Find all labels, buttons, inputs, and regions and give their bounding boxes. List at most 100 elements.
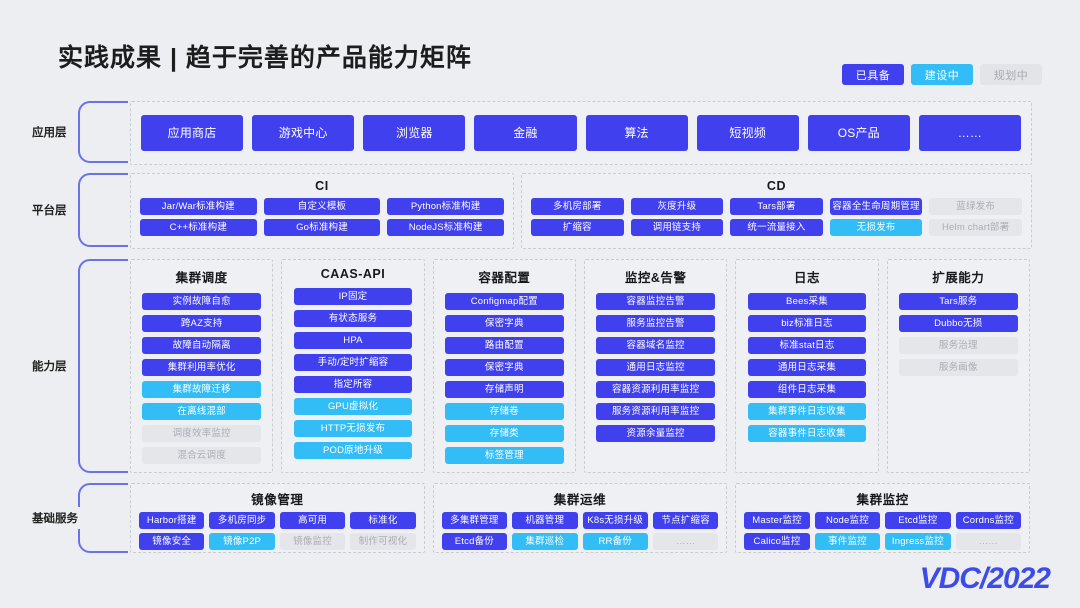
capability-chip[interactable]: 服务画像 [898, 359, 1018, 376]
base-service-chip[interactable]: 制作可视化 [350, 533, 416, 550]
capability-chip[interactable]: 实例故障自愈 [142, 293, 262, 310]
capability-chip[interactable]: 组件日志采集 [747, 381, 867, 398]
capability-chip[interactable]: POD原地升级 [293, 442, 413, 459]
base-service-chip[interactable]: Etcd备份 [441, 533, 508, 550]
cd-chip[interactable]: 蓝绿发布 [929, 198, 1022, 215]
capability-chip[interactable]: 通用日志采集 [747, 359, 867, 376]
base-service-chip[interactable]: 节点扩缩容 [652, 512, 719, 529]
ci-chip[interactable]: 自定义模板 [263, 198, 381, 215]
layer-bracket-capability: 能力层 [30, 259, 128, 473]
cd-chip[interactable]: 调用链支持 [630, 219, 724, 236]
capability-chip[interactable]: 存储声明 [444, 381, 564, 398]
capability-chip[interactable]: 集群事件日志收集 [747, 403, 867, 420]
capability-chip[interactable]: 指定所容 [293, 376, 413, 393]
base-service-chip[interactable]: Etcd监控 [885, 512, 951, 529]
cd-item-grid: 多机房部署扩缩容灰度升级调用链支持 Tars部署统一流量接入容器全生命周期管理无损… [522, 193, 1031, 236]
cd-chip[interactable]: 灰度升级 [630, 198, 724, 215]
capability-chip[interactable]: HTTP无损发布 [293, 420, 413, 437]
base-service-chip[interactable]: 多集群管理 [441, 512, 508, 529]
ci-chip[interactable]: Jar/War标准构建 [140, 198, 257, 215]
base-service-chip[interactable]: 镜像P2P [209, 533, 275, 550]
application-chip[interactable]: 短视频 [696, 115, 799, 151]
capability-chip[interactable]: 服务资源利用率监控 [596, 403, 715, 420]
legend-chip-building[interactable]: 建设中 [911, 64, 973, 85]
capability-chip[interactable]: 容器资源利用率监控 [596, 381, 715, 398]
capability-chip[interactable]: 容器监控告警 [596, 293, 715, 310]
ci-chip[interactable]: Go标准构建 [263, 219, 381, 236]
base-service-chip[interactable]: 标准化 [350, 512, 416, 529]
base-service-chip[interactable]: Node监控 [814, 512, 881, 529]
layer-label-application: 应用层 [30, 121, 69, 143]
base-service-chip[interactable]: Harbor搭建 [139, 512, 205, 529]
capability-chip[interactable]: GPU虚拟化 [293, 398, 413, 415]
capability-chip[interactable]: IP固定 [293, 288, 413, 305]
capability-chip[interactable]: 标准stat日志 [747, 337, 867, 354]
cd-chip[interactable]: 多机房部署 [531, 198, 624, 215]
cd-chip[interactable]: 扩缩容 [531, 219, 624, 236]
capability-chip[interactable]: 跨AZ支持 [142, 315, 262, 332]
cd-chip[interactable]: 统一流量接入 [730, 219, 823, 236]
base-service-chip[interactable]: 机器管理 [512, 512, 578, 529]
base-service-chip[interactable]: 镜像监控 [279, 533, 346, 550]
base-service-chip[interactable]: 事件监控 [814, 533, 881, 550]
capability-chip[interactable]: Tars服务 [898, 293, 1018, 310]
capability-chip[interactable]: HPA [293, 332, 413, 349]
capability-chip[interactable]: 服务治理 [898, 337, 1018, 354]
capability-chip[interactable]: 容器域名监控 [596, 337, 715, 354]
capability-chip[interactable]: 服务监控告警 [596, 315, 715, 332]
base-service-chip[interactable]: Master监控 [744, 512, 810, 529]
capability-chip[interactable]: 标签管理 [444, 447, 564, 464]
cd-chip[interactable]: 无损发布 [829, 219, 923, 236]
application-chip[interactable]: 金融 [474, 115, 577, 151]
capability-chip[interactable]: Dubbo无损 [898, 315, 1018, 332]
base-service-chip[interactable]: K8s无损升级 [582, 512, 648, 529]
application-chip[interactable]: OS产品 [807, 115, 910, 151]
base-service-chip[interactable]: 高可用 [279, 512, 346, 529]
capability-chip[interactable]: 保密字典 [444, 359, 564, 376]
capability-chip[interactable]: 存储类 [444, 425, 564, 442]
capability-chip[interactable]: 混合云调度 [142, 447, 262, 464]
cd-chip[interactable]: Helm chart部署 [929, 219, 1022, 236]
capability-chip[interactable]: 路由配置 [444, 337, 564, 354]
capability-chip[interactable]: 通用日志监控 [596, 359, 715, 376]
capability-chip[interactable]: 资源余量监控 [596, 425, 715, 442]
application-chip[interactable]: 应用商店 [141, 115, 244, 151]
application-chip[interactable]: 游戏中心 [252, 115, 355, 151]
base-service-chip[interactable]: …… [955, 533, 1022, 550]
cd-chip[interactable]: 容器全生命周期管理 [829, 198, 923, 215]
capability-chip[interactable]: 集群利用率优化 [142, 359, 262, 376]
capability-chip[interactable]: 容器事件日志收集 [747, 425, 867, 442]
base-service-chip[interactable]: Calico监控 [744, 533, 810, 550]
application-chip[interactable]: 算法 [585, 115, 688, 151]
base-service-chip[interactable]: 集群巡检 [512, 533, 578, 550]
application-chip[interactable]: …… [918, 115, 1021, 151]
base-service-chip[interactable]: Cordns监控 [955, 512, 1022, 529]
base-service-chip[interactable]: Ingress监控 [885, 533, 951, 550]
base-service-chip[interactable]: 镜像安全 [139, 533, 205, 550]
ci-chip[interactable]: Python标准构建 [387, 198, 505, 215]
capability-chip[interactable]: biz标准日志 [747, 315, 867, 332]
legend-chip-ready[interactable]: 已具备 [842, 64, 904, 85]
ci-chip[interactable]: C++标准构建 [140, 219, 257, 236]
capability-chip[interactable]: 有状态服务 [293, 310, 413, 327]
base-service-chip[interactable]: RR备份 [582, 533, 648, 550]
capability-chip[interactable]: 故障自动隔离 [142, 337, 262, 354]
capability-chip[interactable]: Configmap配置 [444, 293, 564, 310]
base-service-chip[interactable]: 多机房同步 [209, 512, 275, 529]
ci-chip[interactable]: NodeJS标准构建 [387, 219, 505, 236]
capability-chip[interactable]: 存储卷 [444, 403, 564, 420]
capability-chip[interactable]: 调度效率监控 [142, 425, 262, 442]
legend-chip-planned[interactable]: 规划中 [980, 64, 1042, 85]
cd-column: Tars部署统一流量接入 [730, 198, 823, 236]
capability-chip[interactable]: 在离线混部 [142, 403, 262, 420]
capability-chip[interactable]: Bees采集 [747, 293, 867, 310]
capability-chip[interactable]: 集群故障迁移 [142, 381, 262, 398]
capability-chip[interactable]: 手动/定时扩缩容 [293, 354, 413, 371]
capability-chip[interactable]: 保密字典 [444, 315, 564, 332]
base-service-chip[interactable]: …… [652, 533, 719, 550]
application-chip[interactable]: 浏览器 [363, 115, 466, 151]
cd-chip[interactable]: Tars部署 [730, 198, 823, 215]
